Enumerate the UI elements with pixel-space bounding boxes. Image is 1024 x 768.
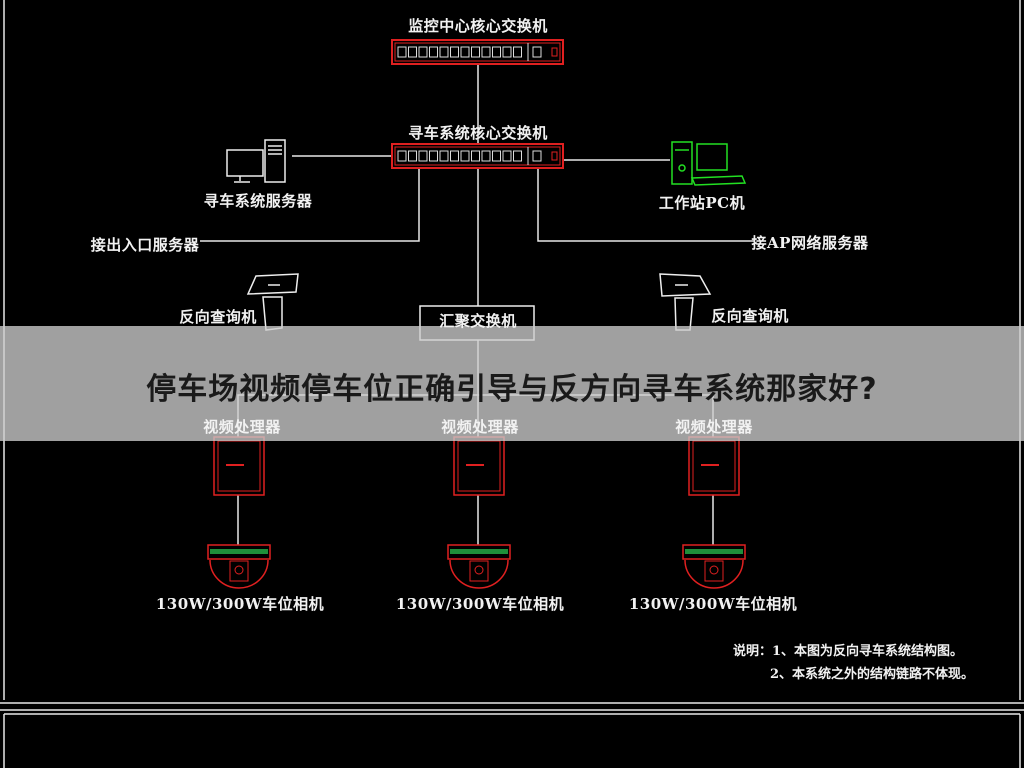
search-server-label: 寻车系统服务器: [203, 192, 313, 210]
switch-port: [429, 150, 438, 162]
switch-port: [471, 150, 480, 162]
kiosk-left-label: 反向查询机: [179, 308, 257, 326]
core-switch-monitor-label: 监控中心核心交换机: [408, 17, 548, 35]
switch-port: [460, 46, 470, 58]
note-line-1: 说明：1、本图为反向寻车系统结构图。: [733, 644, 964, 659]
camera-label: 130W/300W车位相机: [155, 595, 325, 613]
switch-port: [492, 46, 501, 58]
processor-label: 视频处理器: [203, 418, 281, 436]
kiosk-right-icon: [659, 273, 712, 331]
processor-label: 视频处理器: [675, 418, 753, 436]
switch-port: [397, 150, 407, 162]
switch-port: [460, 150, 470, 162]
switch-port: [397, 46, 407, 58]
switch-port: [408, 150, 417, 162]
video-processor-icon: [688, 436, 740, 496]
switch-port: [429, 46, 438, 58]
switch-port: [439, 150, 449, 162]
note-line-2: 2、本系统之外的结构链路不体现。: [770, 667, 975, 682]
banner-title: 停车场视频停车位正确引导与反方向寻车系统那家好?: [146, 372, 878, 407]
switch-port: [492, 150, 501, 162]
switch-port: [513, 46, 522, 58]
switch-port: [418, 150, 428, 162]
camera-icon: [682, 544, 746, 589]
switch-port: [450, 150, 459, 162]
workstation-label: 工作站PC机: [658, 194, 746, 212]
core-switch-monitor: [391, 39, 564, 65]
camera-icon: [447, 544, 511, 589]
camera-icon: [207, 544, 271, 589]
switch-port: [481, 150, 491, 162]
title-banner: [0, 326, 1024, 441]
camera-label: 130W/300W车位相机: [628, 595, 798, 613]
switch-port: [418, 46, 428, 58]
switch-port: [513, 150, 522, 162]
switch-port: [471, 46, 480, 58]
switch-port: [439, 46, 449, 58]
kiosk-right-label: 反向查询机: [711, 307, 789, 325]
workstation-icon: [671, 141, 747, 186]
core-switch-search-label: 寻车系统核心交换机: [408, 124, 548, 142]
switch-port: [450, 46, 459, 58]
processor-label: 视频处理器: [441, 418, 519, 436]
ap-server-label: 接AP网络服务器: [751, 234, 869, 252]
aggregation-switch-label: 汇聚交换机: [439, 312, 517, 330]
camera-label: 130W/300W车位相机: [395, 595, 565, 613]
entry-server-label: 接出入口服务器: [90, 236, 200, 254]
switch-port: [481, 46, 491, 58]
core-switch-search: [391, 143, 564, 169]
video-processor-icon: [213, 436, 265, 496]
video-processor-icon: [453, 436, 505, 496]
switch-port: [408, 46, 417, 58]
switch-port: [502, 150, 512, 162]
switch-port: [502, 46, 512, 58]
server-icon: [226, 139, 286, 183]
